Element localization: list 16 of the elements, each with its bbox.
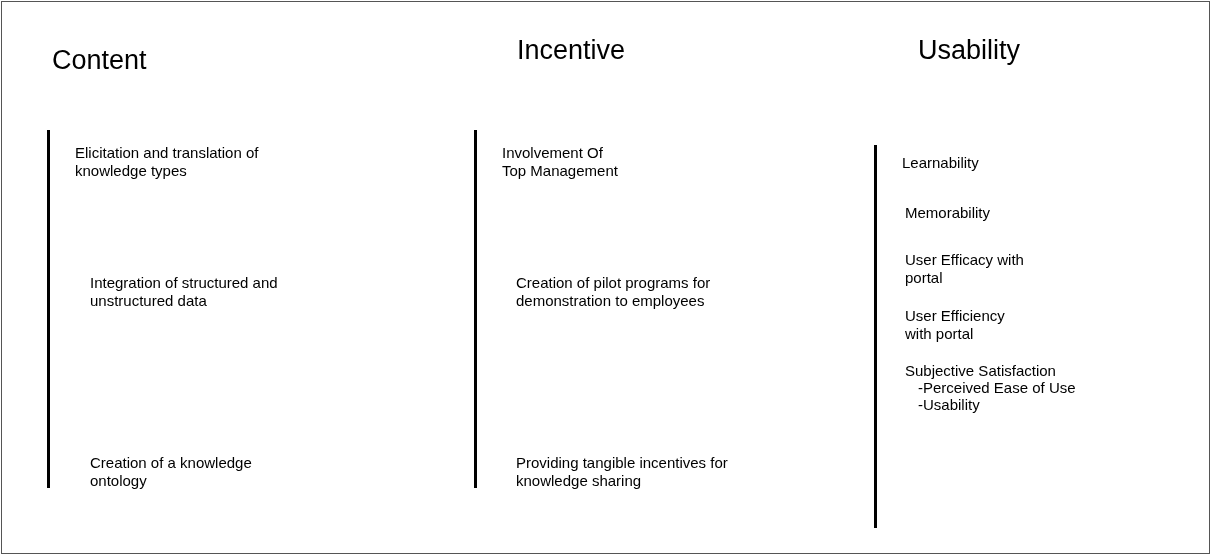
column-heading: Content [52,44,147,76]
criterion-text: -Perceived Ease of Use [918,379,1077,397]
criterion-text: Memorability [905,204,992,222]
criterion-text: Integration of structured and unstructured data [90,274,279,310]
criterion-text: Subjective Satisfaction [905,362,1057,380]
criterion-text: Elicitation and translation of knowledge types [75,144,260,180]
criterion-text: Learnability [902,154,980,172]
criterion-text: Creation of pilot programs for demonstration to employees [516,274,712,310]
criterion-text: Providing tangible incentives for knowledge sharing [516,454,729,490]
criterion-text: -Usability [918,396,981,414]
column-heading: Incentive [517,34,626,66]
criterion-text: User Efficiency with portal [905,307,1006,343]
criterion-text: Involvement Of Top Management [502,144,619,180]
column-heading: Usability [918,34,1021,66]
criterion-text: User Efficacy with portal [905,251,1025,287]
criterion-text: Creation of a knowledge ontology [90,454,253,490]
